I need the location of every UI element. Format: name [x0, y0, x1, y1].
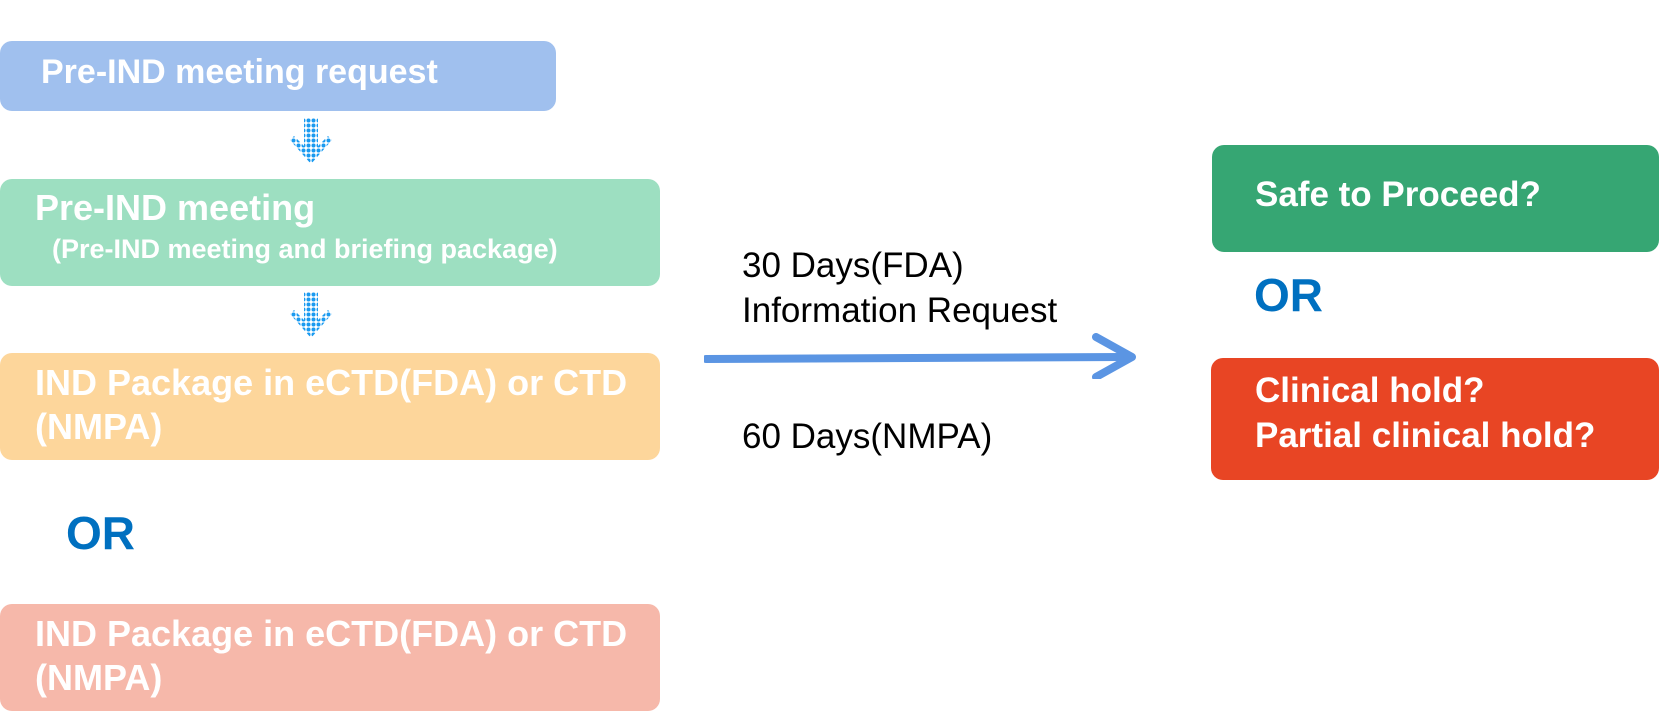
pre-ind-meeting-subtitle: (Pre-IND meeting and briefing package) — [52, 234, 558, 264]
or-label-right: OR — [1254, 269, 1323, 321]
clinical-hold-label: Clinical hold? — [1255, 371, 1485, 410]
ind-package-line1: IND Package in eCTD(FDA) or CTD — [35, 613, 628, 654]
down-arrow-icon — [290, 118, 332, 164]
ind-package-box-2: IND Package in eCTD(FDA) or CTD (NMPA) — [0, 604, 660, 711]
pre-ind-meeting-title: Pre-IND meeting — [35, 187, 316, 228]
partial-clinical-hold-label: Partial clinical hold? — [1255, 416, 1596, 455]
ind-package-box-1: IND Package in eCTD(FDA) or CTD (NMPA) — [0, 353, 660, 460]
ind-package-line2: (NMPA) — [35, 657, 163, 698]
ind-package-line1: IND Package in eCTD(FDA) or CTD — [35, 362, 628, 403]
pre-ind-meeting-request-box: Pre-IND meeting request — [0, 41, 556, 111]
nmpa-days-text: 60 Days(NMPA) — [742, 417, 993, 456]
pre-ind-meeting-request-label: Pre-IND meeting request — [41, 53, 438, 91]
safe-to-proceed-label: Safe to Proceed? — [1255, 175, 1541, 214]
information-request-text: Information Request — [742, 291, 1058, 330]
down-arrow-icon — [290, 292, 332, 338]
pre-ind-meeting-box: Pre-IND meeting (Pre-IND meeting and bri… — [0, 179, 660, 286]
fda-days-text: 30 Days(FDA) — [742, 246, 964, 285]
or-label-left: OR — [66, 507, 135, 559]
ind-package-line2: (NMPA) — [35, 406, 163, 447]
right-arrow-icon — [704, 333, 1136, 379]
safe-to-proceed-box: Safe to Proceed? — [1212, 145, 1659, 252]
clinical-hold-box: Clinical hold? Partial clinical hold? — [1211, 358, 1659, 480]
timeline-label-fda: 30 Days(FDA) Information Request — [742, 243, 1057, 333]
